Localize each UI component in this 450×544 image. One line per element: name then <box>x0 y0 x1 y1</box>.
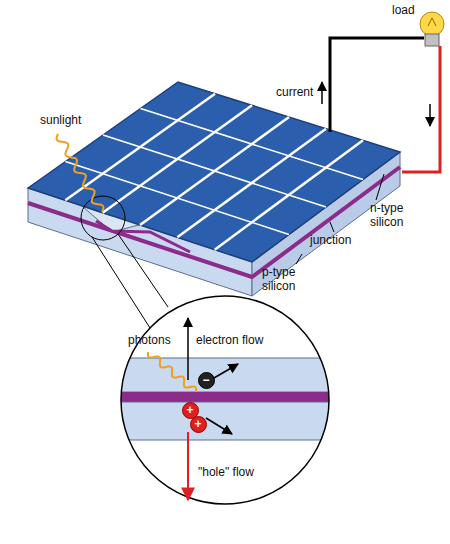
electron-motion-arrow <box>214 364 238 378</box>
electron-flow-arrow <box>187 318 189 380</box>
hole-symbol: + <box>190 416 207 433</box>
label: "hole" flow <box>198 466 254 480</box>
zoom-content <box>110 290 350 520</box>
zoom-line <box>92 237 150 328</box>
label: junction <box>310 234 351 248</box>
panel-top <box>28 82 400 262</box>
zoom-circle <box>121 296 329 504</box>
current-arrow <box>321 82 323 104</box>
label: n-type silicon <box>370 202 422 230</box>
charge-sign: + <box>194 418 201 430</box>
zoom-circle-small <box>81 196 125 240</box>
cell-grid <box>65 94 363 250</box>
electron-symbol: − <box>198 372 215 389</box>
label: photons <box>128 334 171 348</box>
wire-black <box>330 38 424 132</box>
label: sunlight <box>40 114 81 128</box>
zoom-line <box>118 234 168 307</box>
light-rays <box>57 134 197 392</box>
light-bulb <box>420 12 444 46</box>
current-arrow-down <box>429 104 431 126</box>
leader-line <box>296 254 302 264</box>
charge-sign: − <box>202 374 209 386</box>
label: load <box>392 4 415 18</box>
label: p-type silicon <box>262 266 310 294</box>
hole-motion-arrow <box>206 418 232 434</box>
label: electron flow <box>196 334 263 348</box>
wire-red <box>402 46 440 172</box>
hole-flow-arrow <box>187 432 189 500</box>
label: current <box>276 86 313 100</box>
leader-line <box>376 174 384 200</box>
charge-sign: + <box>186 404 193 416</box>
leader-line <box>330 222 334 232</box>
